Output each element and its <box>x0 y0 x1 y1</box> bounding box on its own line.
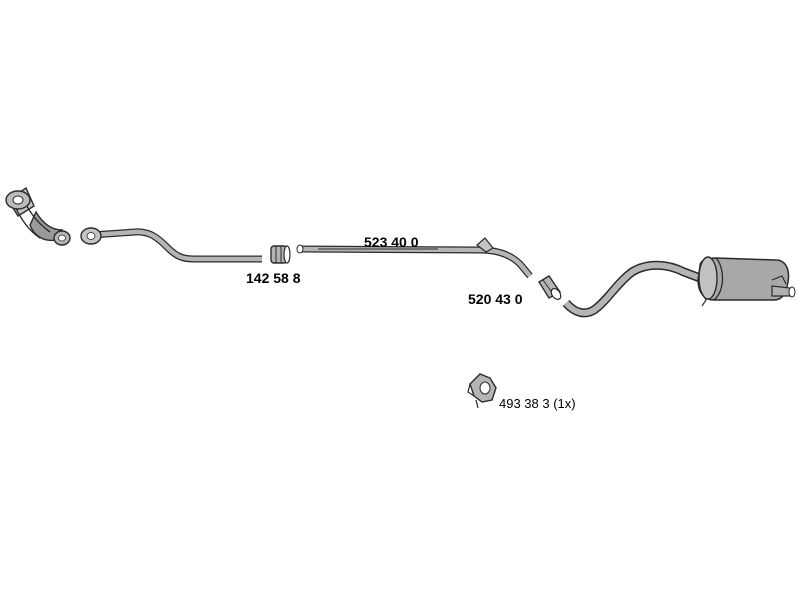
mount-part-number: 493 38 3 (1x) <box>499 396 576 411</box>
front-pipe-icon <box>80 227 262 263</box>
clamp-icon <box>538 275 562 301</box>
clamp-icon <box>270 245 291 264</box>
clamp-part-number: 520 43 0 <box>468 291 523 307</box>
rubber-mount-icon <box>467 373 497 409</box>
catalytic-manifold-icon <box>5 186 71 246</box>
rear-silencer-icon <box>562 256 796 318</box>
clamp-part-number: 142 58 8 <box>246 270 301 286</box>
middle-pipe-part-number: 523 40 0 <box>364 234 419 250</box>
middle-pipe-icon <box>296 237 533 279</box>
